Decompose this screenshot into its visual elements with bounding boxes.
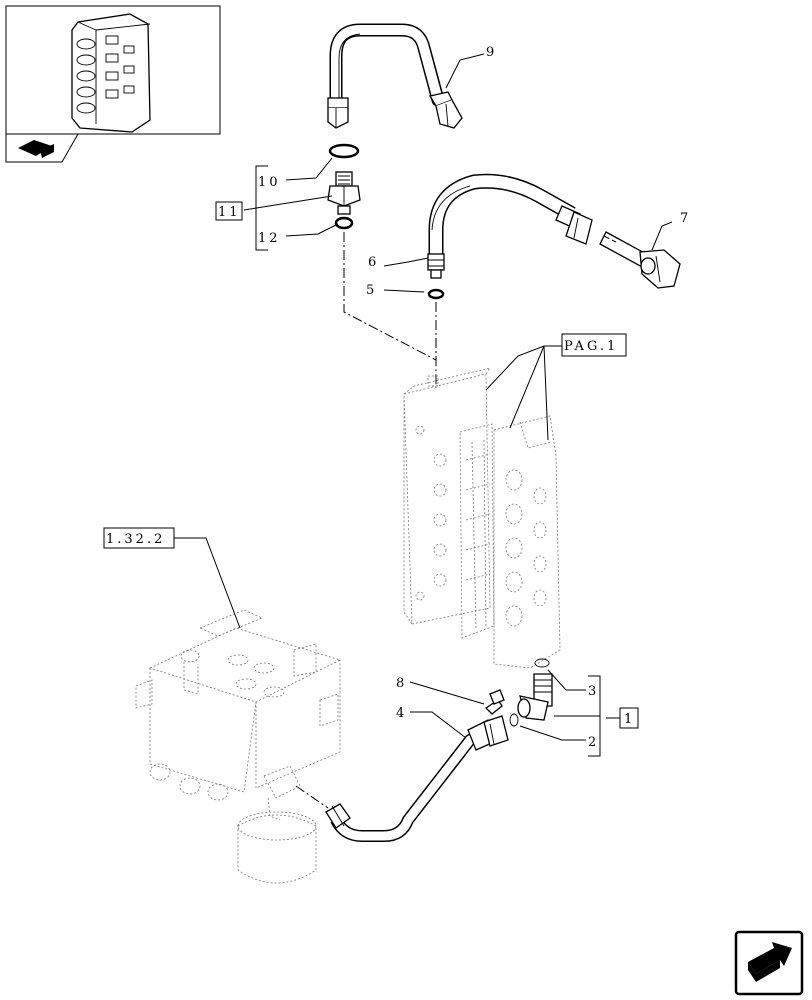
callout-1[interactable]: 1 [619, 707, 639, 729]
svg-text:1: 1 [624, 712, 635, 727]
pipe-4-nut-right [467, 715, 509, 751]
callout-10[interactable]: 10 [258, 175, 281, 190]
seal-2 [509, 713, 519, 727]
elbow-1 [517, 673, 553, 721]
fitting-8 [484, 689, 505, 715]
pipe-9 [327, 23, 463, 129]
next-page-arrow-icon [748, 942, 792, 982]
pipe-4 [325, 715, 509, 842]
bracket-10-12 [255, 165, 268, 251]
svg-text:6: 6 [368, 255, 379, 270]
svg-text:10: 10 [258, 175, 281, 190]
callout-12[interactable]: 12 [258, 231, 281, 246]
hose-6-fitting-end [555, 205, 593, 245]
callout-11[interactable]: 11 [215, 201, 243, 221]
parts-book-tab[interactable] [5, 133, 79, 163]
valve-stack [403, 367, 561, 669]
elbow-7 [599, 231, 681, 289]
accessory-valve-unit [135, 609, 342, 884]
svg-text:5: 5 [366, 283, 377, 298]
thumbnail-panel [5, 5, 221, 163]
svg-text:12: 12 [258, 231, 281, 246]
adapter-11 [327, 171, 361, 215]
valve-block-thumbnail-icon [71, 13, 151, 133]
seal-10 [328, 143, 360, 159]
callout-4[interactable]: 4 [396, 706, 407, 721]
svg-text:2: 2 [588, 735, 599, 750]
callout-pag-1[interactable]: PAG.1 [561, 333, 627, 357]
callout-2[interactable]: 2 [588, 735, 599, 750]
svg-text:8: 8 [396, 676, 407, 691]
svg-text:9: 9 [486, 45, 497, 60]
parts-book-icon [18, 140, 54, 158]
hose-6-fitting-bottom [427, 253, 445, 279]
svg-text:4: 4 [396, 706, 407, 721]
bracket-1-3 [588, 675, 601, 757]
pipe-9-nut-right [428, 91, 463, 129]
seal-3 [534, 658, 550, 668]
pipe-4-nut-left [325, 803, 351, 829]
routing-lines [295, 232, 437, 809]
callout-1-32-2[interactable]: 1.32.2 [103, 527, 175, 549]
svg-text:1.32.2: 1.32.2 [106, 532, 165, 547]
callout-3[interactable]: 3 [588, 684, 599, 699]
callout-8[interactable]: 8 [396, 676, 407, 691]
callout-7[interactable]: 7 [680, 211, 691, 226]
next-page-button[interactable] [734, 930, 804, 996]
svg-text:7: 7 [680, 211, 691, 226]
leader-lines [174, 53, 673, 741]
seal-5 [427, 288, 445, 300]
svg-text:11: 11 [218, 205, 241, 220]
pipe-9-nut-left [327, 97, 349, 129]
seal-12 [334, 216, 354, 230]
svg-text:PAG.1: PAG.1 [564, 339, 618, 354]
accumulator [237, 765, 317, 884]
svg-text:3: 3 [588, 684, 599, 699]
callout-5[interactable]: 5 [366, 283, 377, 298]
hose-6 [427, 173, 593, 279]
callout-6[interactable]: 6 [368, 255, 379, 270]
callout-9[interactable]: 9 [486, 45, 497, 60]
